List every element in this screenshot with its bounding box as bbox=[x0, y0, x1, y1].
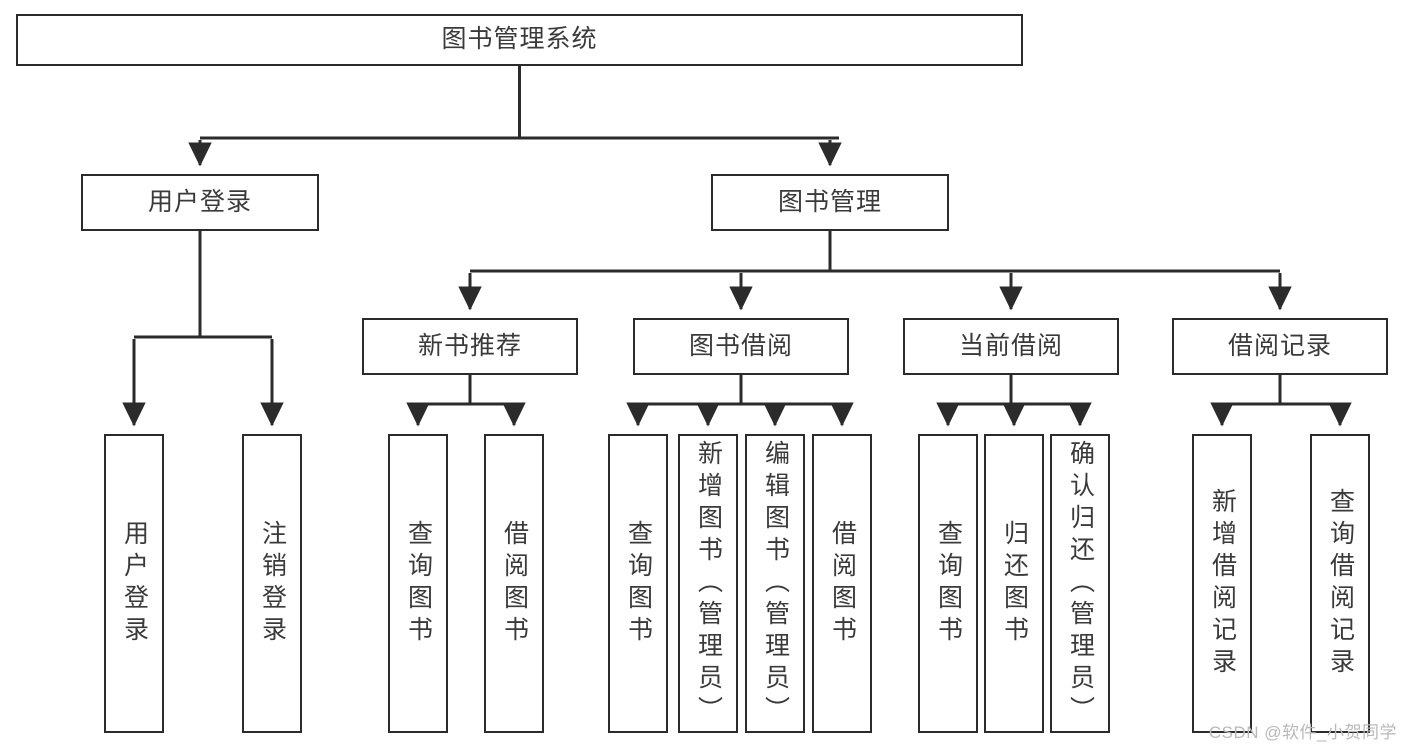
node-root-label: 图书管理系统 bbox=[441, 25, 598, 54]
node-book-borrow[interactable]: 图书借阅 bbox=[633, 318, 849, 375]
node-user-login-label: 用户登录 bbox=[147, 187, 252, 216]
node-leaf-add-record-label: 新增借阅记录 bbox=[1208, 487, 1237, 680]
node-leaf-query-record[interactable]: 查询借阅记录 bbox=[1310, 434, 1370, 733]
node-leaf-logout-label: 注销登录 bbox=[258, 519, 287, 648]
node-new-book-recommend[interactable]: 新书推荐 bbox=[362, 318, 578, 375]
node-root[interactable]: 图书管理系统 bbox=[16, 14, 1023, 66]
node-leaf-borrow-book-2[interactable]: 借阅图书 bbox=[812, 434, 872, 733]
node-leaf-edit-book[interactable]: 编辑图书（管理员） bbox=[745, 434, 805, 733]
node-leaf-return-book-label: 归还图书 bbox=[1000, 519, 1029, 648]
node-leaf-user-login[interactable]: 用户登录 bbox=[104, 434, 164, 733]
node-book-manage[interactable]: 图书管理 bbox=[711, 174, 949, 231]
node-leaf-borrow-book-2-label: 借阅图书 bbox=[828, 519, 857, 648]
node-leaf-query-book-1-label: 查询图书 bbox=[404, 519, 433, 648]
node-book-borrow-label: 图书借阅 bbox=[688, 331, 793, 360]
node-leaf-add-book-label: 新增图书（管理员） bbox=[694, 439, 723, 728]
node-borrow-record-label: 借阅记录 bbox=[1227, 331, 1332, 360]
node-new-book-recommend-label: 新书推荐 bbox=[417, 331, 522, 360]
node-current-borrow[interactable]: 当前借阅 bbox=[903, 318, 1119, 375]
node-leaf-query-book-3-label: 查询图书 bbox=[934, 519, 963, 648]
node-leaf-user-login-label: 用户登录 bbox=[120, 519, 149, 648]
watermark: CSDN @软件_小贺同学 bbox=[1208, 723, 1397, 742]
node-leaf-add-record[interactable]: 新增借阅记录 bbox=[1192, 434, 1252, 733]
node-leaf-logout[interactable]: 注销登录 bbox=[242, 434, 302, 733]
node-borrow-record[interactable]: 借阅记录 bbox=[1172, 318, 1388, 375]
node-leaf-query-book-2[interactable]: 查询图书 bbox=[608, 434, 668, 733]
node-leaf-confirm-return[interactable]: 确认归还（管理员） bbox=[1050, 434, 1110, 733]
node-user-login[interactable]: 用户登录 bbox=[81, 174, 319, 231]
node-leaf-return-book[interactable]: 归还图书 bbox=[984, 434, 1044, 733]
node-current-borrow-label: 当前借阅 bbox=[958, 331, 1063, 360]
node-leaf-borrow-book-1[interactable]: 借阅图书 bbox=[484, 434, 544, 733]
node-leaf-query-book-1[interactable]: 查询图书 bbox=[388, 434, 448, 733]
node-leaf-edit-book-label: 编辑图书（管理员） bbox=[761, 439, 790, 728]
node-leaf-confirm-return-label: 确认归还（管理员） bbox=[1066, 439, 1095, 728]
node-leaf-query-record-label: 查询借阅记录 bbox=[1326, 487, 1355, 680]
node-leaf-query-book-3[interactable]: 查询图书 bbox=[918, 434, 978, 733]
node-leaf-query-book-2-label: 查询图书 bbox=[624, 519, 653, 648]
node-leaf-borrow-book-1-label: 借阅图书 bbox=[500, 519, 529, 648]
node-book-manage-label: 图书管理 bbox=[777, 187, 882, 216]
node-leaf-add-book[interactable]: 新增图书（管理员） bbox=[678, 434, 738, 733]
